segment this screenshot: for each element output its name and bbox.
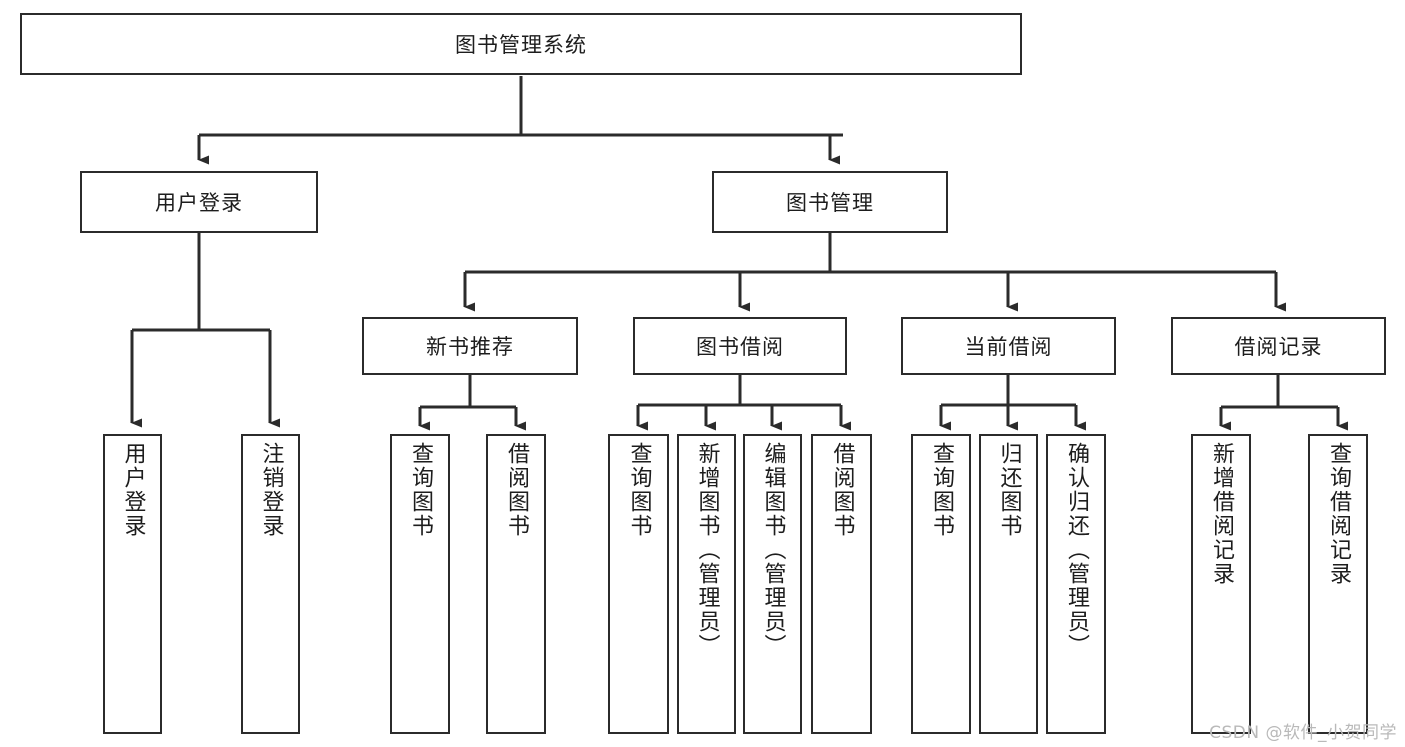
node-leaf-logout-login[interactable]: 注销登录 — [241, 434, 300, 734]
node-borrow-record-label: 借阅记录 — [1234, 335, 1323, 359]
node-borrow-record[interactable]: 借阅记录 — [1171, 317, 1386, 375]
node-user-login-label: 用户登录 — [155, 191, 243, 215]
node-leaf-query-record-label: 查询借阅记录 — [1325, 442, 1351, 586]
node-leaf-query-book-2-label: 查询图书 — [626, 442, 652, 538]
watermark: CSDN @软件_小贺同学 — [1209, 723, 1397, 743]
node-leaf-borrow-book-2[interactable]: 借阅图书 — [811, 434, 872, 734]
node-leaf-edit-book-label: 编辑图书（管理员） — [760, 442, 786, 658]
node-leaf-add-book-label: 新增图书（管理员） — [694, 442, 720, 658]
node-leaf-user-login-label: 用户登录 — [120, 442, 146, 538]
node-leaf-query-book-1-label: 查询图书 — [407, 442, 433, 538]
node-new-book-recommend-label: 新书推荐 — [426, 335, 514, 359]
node-book-borrow[interactable]: 图书借阅 — [633, 317, 847, 375]
node-leaf-confirm-return-label: 确认归还（管理员） — [1063, 442, 1089, 658]
node-leaf-query-record[interactable]: 查询借阅记录 — [1308, 434, 1368, 734]
node-current-borrow[interactable]: 当前借阅 — [901, 317, 1116, 375]
node-leaf-add-record-label: 新增借阅记录 — [1208, 442, 1234, 586]
node-leaf-confirm-return[interactable]: 确认归还（管理员） — [1046, 434, 1106, 734]
node-user-login[interactable]: 用户登录 — [80, 171, 318, 233]
node-leaf-borrow-book-1-label: 借阅图书 — [503, 442, 529, 538]
node-leaf-query-book-1[interactable]: 查询图书 — [390, 434, 450, 734]
node-leaf-query-book-3-label: 查询图书 — [928, 442, 954, 538]
node-leaf-query-book-3[interactable]: 查询图书 — [911, 434, 971, 734]
node-new-book-recommend[interactable]: 新书推荐 — [362, 317, 578, 375]
node-leaf-query-book-2[interactable]: 查询图书 — [608, 434, 669, 734]
node-leaf-return-book[interactable]: 归还图书 — [979, 434, 1038, 734]
node-root[interactable]: 图书管理系统 — [20, 13, 1022, 75]
node-leaf-borrow-book-2-label: 借阅图书 — [829, 442, 855, 538]
node-leaf-edit-book[interactable]: 编辑图书（管理员） — [743, 434, 802, 734]
node-leaf-add-record[interactable]: 新增借阅记录 — [1191, 434, 1251, 734]
node-leaf-logout-login-label: 注销登录 — [258, 442, 284, 538]
node-leaf-user-login[interactable]: 用户登录 — [103, 434, 162, 734]
node-book-borrow-label: 图书借阅 — [696, 335, 784, 359]
node-leaf-borrow-book-1[interactable]: 借阅图书 — [486, 434, 546, 734]
node-leaf-return-book-label: 归还图书 — [996, 442, 1022, 538]
node-book-manage[interactable]: 图书管理 — [712, 171, 948, 233]
node-root-label: 图书管理系统 — [455, 33, 587, 57]
node-current-borrow-label: 当前借阅 — [964, 335, 1053, 359]
node-book-manage-label: 图书管理 — [786, 191, 874, 215]
node-leaf-add-book[interactable]: 新增图书（管理员） — [677, 434, 736, 734]
